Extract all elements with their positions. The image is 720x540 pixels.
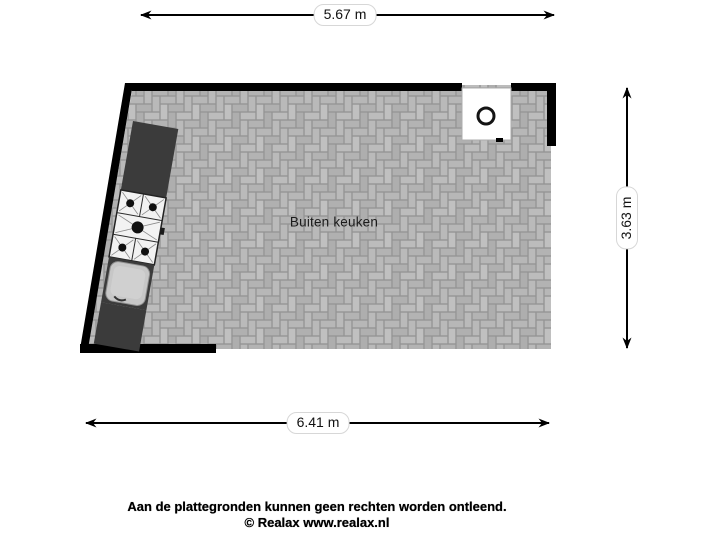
dimension-label-top: 5.67 m bbox=[313, 4, 377, 26]
wall-right bbox=[547, 83, 556, 146]
kitchen-unit bbox=[93, 121, 179, 352]
drain-icon bbox=[113, 295, 127, 302]
appliance-box bbox=[461, 87, 512, 142]
footer-disclaimer: Aan de plattegronden kunnen geen rechten… bbox=[127, 499, 507, 514]
dimension-label-right: 3.63 m bbox=[616, 186, 638, 250]
appliance-circle-icon bbox=[476, 106, 496, 126]
room-label: Buiten keuken bbox=[289, 214, 379, 230]
wall-bottom bbox=[80, 344, 216, 353]
wall-top-right-segment bbox=[511, 83, 556, 91]
burner-icons bbox=[118, 199, 157, 256]
stove-knob bbox=[159, 227, 165, 236]
paved-floor bbox=[87, 85, 551, 349]
stove bbox=[108, 189, 168, 266]
counter-top bbox=[120, 121, 179, 198]
walls bbox=[80, 83, 556, 353]
sink bbox=[101, 256, 155, 311]
footer-copyright: © Realax www.realax.nl bbox=[244, 515, 390, 530]
wall-left-slanted bbox=[80, 83, 133, 349]
dimension-label-bottom: 6.41 m bbox=[286, 412, 350, 434]
appliance-notch bbox=[496, 138, 503, 142]
wall-top-left-segment bbox=[125, 83, 462, 91]
counter-bottom bbox=[93, 302, 147, 352]
